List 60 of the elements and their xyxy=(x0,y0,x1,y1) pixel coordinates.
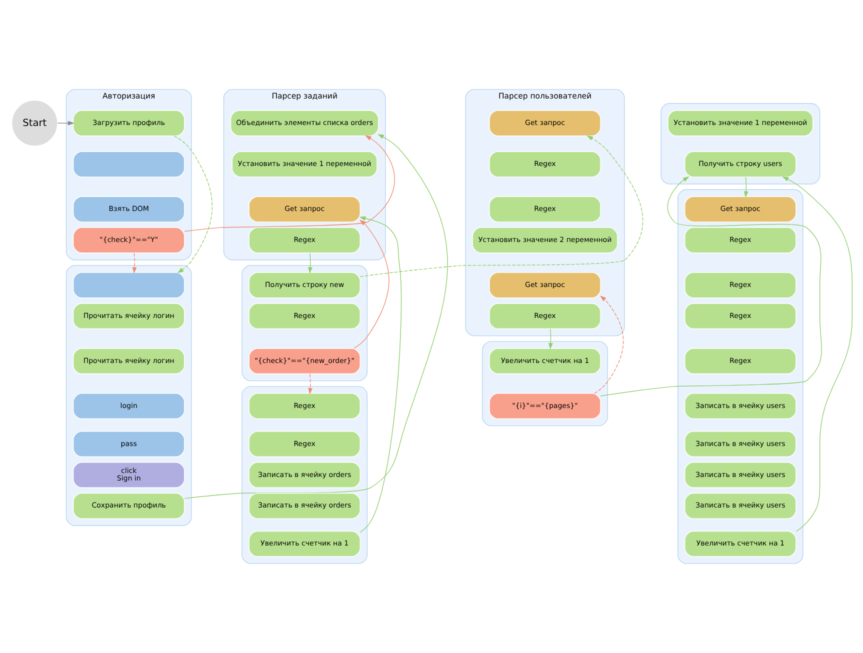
node-box: login xyxy=(72,393,184,420)
node-box: Объединить элементы списка orders xyxy=(230,110,378,136)
node-box: Сохранить профиль xyxy=(72,492,184,519)
node-box: Regex xyxy=(684,348,796,374)
node-box: Записать в ячейку users xyxy=(684,431,796,458)
node-box: "{check}"=="Y" xyxy=(72,227,184,254)
node-box: Получить строку new xyxy=(248,272,360,298)
node-box: Regex xyxy=(488,151,600,178)
node-box: Прочитать ячейку логин xyxy=(72,303,184,330)
arrow xyxy=(308,252,312,274)
node-box: click Sign in xyxy=(72,462,184,488)
node-box: Записать в ячейку orders xyxy=(248,492,360,519)
node-box: Записать в ячейку users xyxy=(684,462,796,488)
arrow xyxy=(184,134,448,499)
arrow xyxy=(353,220,389,349)
arrow xyxy=(359,135,643,277)
arrow xyxy=(358,216,402,533)
node-box: "{i}"=="{pages}" xyxy=(488,393,600,420)
node-box: Установить значение 1 переменной xyxy=(231,151,377,178)
arrow xyxy=(132,252,136,274)
node-box: Взять DOM xyxy=(72,196,184,222)
arrow xyxy=(548,328,552,350)
node-box: Записать в ячейку orders xyxy=(248,462,360,488)
node-box: Установить значение 2 переменной xyxy=(472,227,618,254)
node-box: pass xyxy=(72,431,184,458)
node-box: Прочитать ячейку логин xyxy=(72,348,184,374)
node-box: Regex xyxy=(684,303,796,330)
node-box: Get запрос xyxy=(248,196,360,222)
node-box: Установить значение 1 переменной xyxy=(667,110,813,136)
node-box xyxy=(72,272,184,298)
node-box: Увеличить счетчик на 1 xyxy=(488,348,600,374)
node-box: Увеличить счетчик на 1 xyxy=(684,530,796,557)
node-box: Увеличить счетчик на 1 xyxy=(248,530,360,557)
node-box: Get запрос xyxy=(488,110,600,136)
node-box: Получить строку users xyxy=(684,151,796,178)
node-box: Regex xyxy=(248,393,360,420)
arrow xyxy=(593,296,624,394)
node-box xyxy=(72,151,184,178)
node-box: Get запрос xyxy=(488,272,600,298)
node-box: "{check}"=="{new_order}" xyxy=(248,348,360,374)
node-box: Записать в ячейку users xyxy=(684,393,796,420)
node-box: Regex xyxy=(248,303,360,330)
arrow xyxy=(56,120,74,126)
node-box: Get запрос xyxy=(684,196,796,222)
arrow xyxy=(173,136,212,274)
arrow xyxy=(600,176,822,396)
node-box: Regex xyxy=(684,272,796,298)
node-box: Regex xyxy=(488,196,600,222)
node-box: Regex xyxy=(488,303,600,330)
node-box: Загрузить профиль xyxy=(72,110,184,136)
node-box: Regex xyxy=(248,431,360,458)
arrow xyxy=(308,374,312,394)
arrow xyxy=(743,176,748,198)
arrow xyxy=(184,135,394,232)
node-box: Записать в ячейку users xyxy=(684,492,796,519)
node-circle: Start xyxy=(10,100,58,146)
arrow xyxy=(782,176,852,532)
node-box: Regex xyxy=(248,227,360,254)
cluster xyxy=(660,103,820,184)
node-box: Regex xyxy=(684,227,796,254)
